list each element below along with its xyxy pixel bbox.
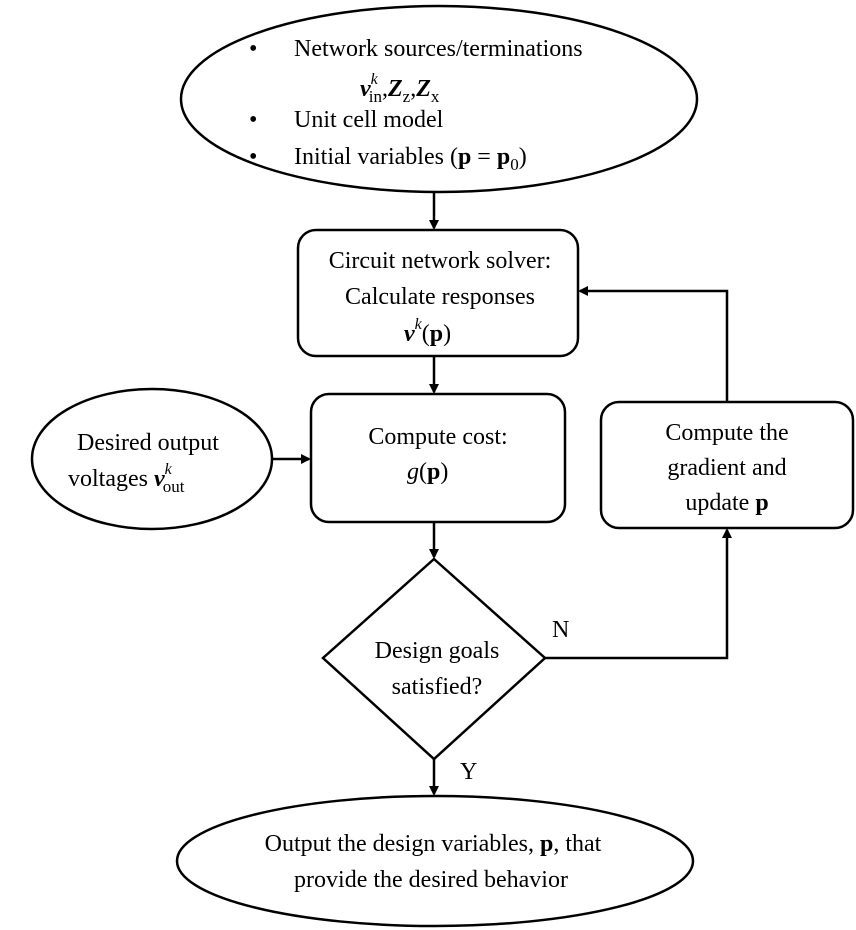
connectors — [273, 193, 732, 796]
solver-title: Circuit network solver: — [329, 248, 552, 274]
solver-formula: vk(p) — [404, 316, 451, 347]
no-label: N — [552, 617, 569, 643]
solver-node: Circuit network solver: Calculate respon… — [296, 228, 580, 358]
gradient-line-1: Compute the — [665, 420, 788, 446]
cost-node: Compute cost: g(p) — [309, 392, 567, 524]
initial-variables-text: Initial variables (p = p0) — [294, 144, 527, 174]
arrow-decision-no-to-gradient — [545, 528, 732, 660]
decision-node: Design goals satisfied? N Y — [321, 557, 569, 785]
gradient-node: Compute the gradient and update p — [599, 400, 855, 530]
cost-formula: g(p) — [407, 459, 448, 485]
desired-ellipse — [30, 387, 274, 531]
output-line-1: Output the design variables, p, that — [265, 831, 602, 857]
gradient-line-2: gradient and — [667, 455, 786, 481]
bullet-3: • — [249, 144, 257, 170]
decision-line-1: Design goals — [375, 638, 500, 664]
bullet-1: • — [249, 36, 257, 62]
decision-line-2: satisfied? — [392, 674, 483, 700]
network-sources-text: Network sources/terminations — [294, 36, 583, 62]
gradient-line-3: update p — [685, 490, 768, 516]
bullet-2: • — [249, 107, 257, 133]
output-line-2: provide the desired behavior — [294, 867, 568, 893]
solver-subtitle: Calculate responses — [345, 284, 535, 310]
unit-cell-model-text: Unit cell model — [294, 107, 444, 133]
output-node: Output the design variables, p, that pro… — [175, 794, 695, 928]
desired-output-label: Desired output — [77, 430, 219, 456]
cost-box — [309, 392, 567, 524]
yes-label: Y — [460, 759, 477, 785]
output-ellipse — [175, 794, 695, 928]
arrow-gradient-to-solver — [578, 286, 729, 402]
cost-title: Compute cost: — [368, 424, 507, 450]
start-ellipse — [179, 4, 699, 194]
